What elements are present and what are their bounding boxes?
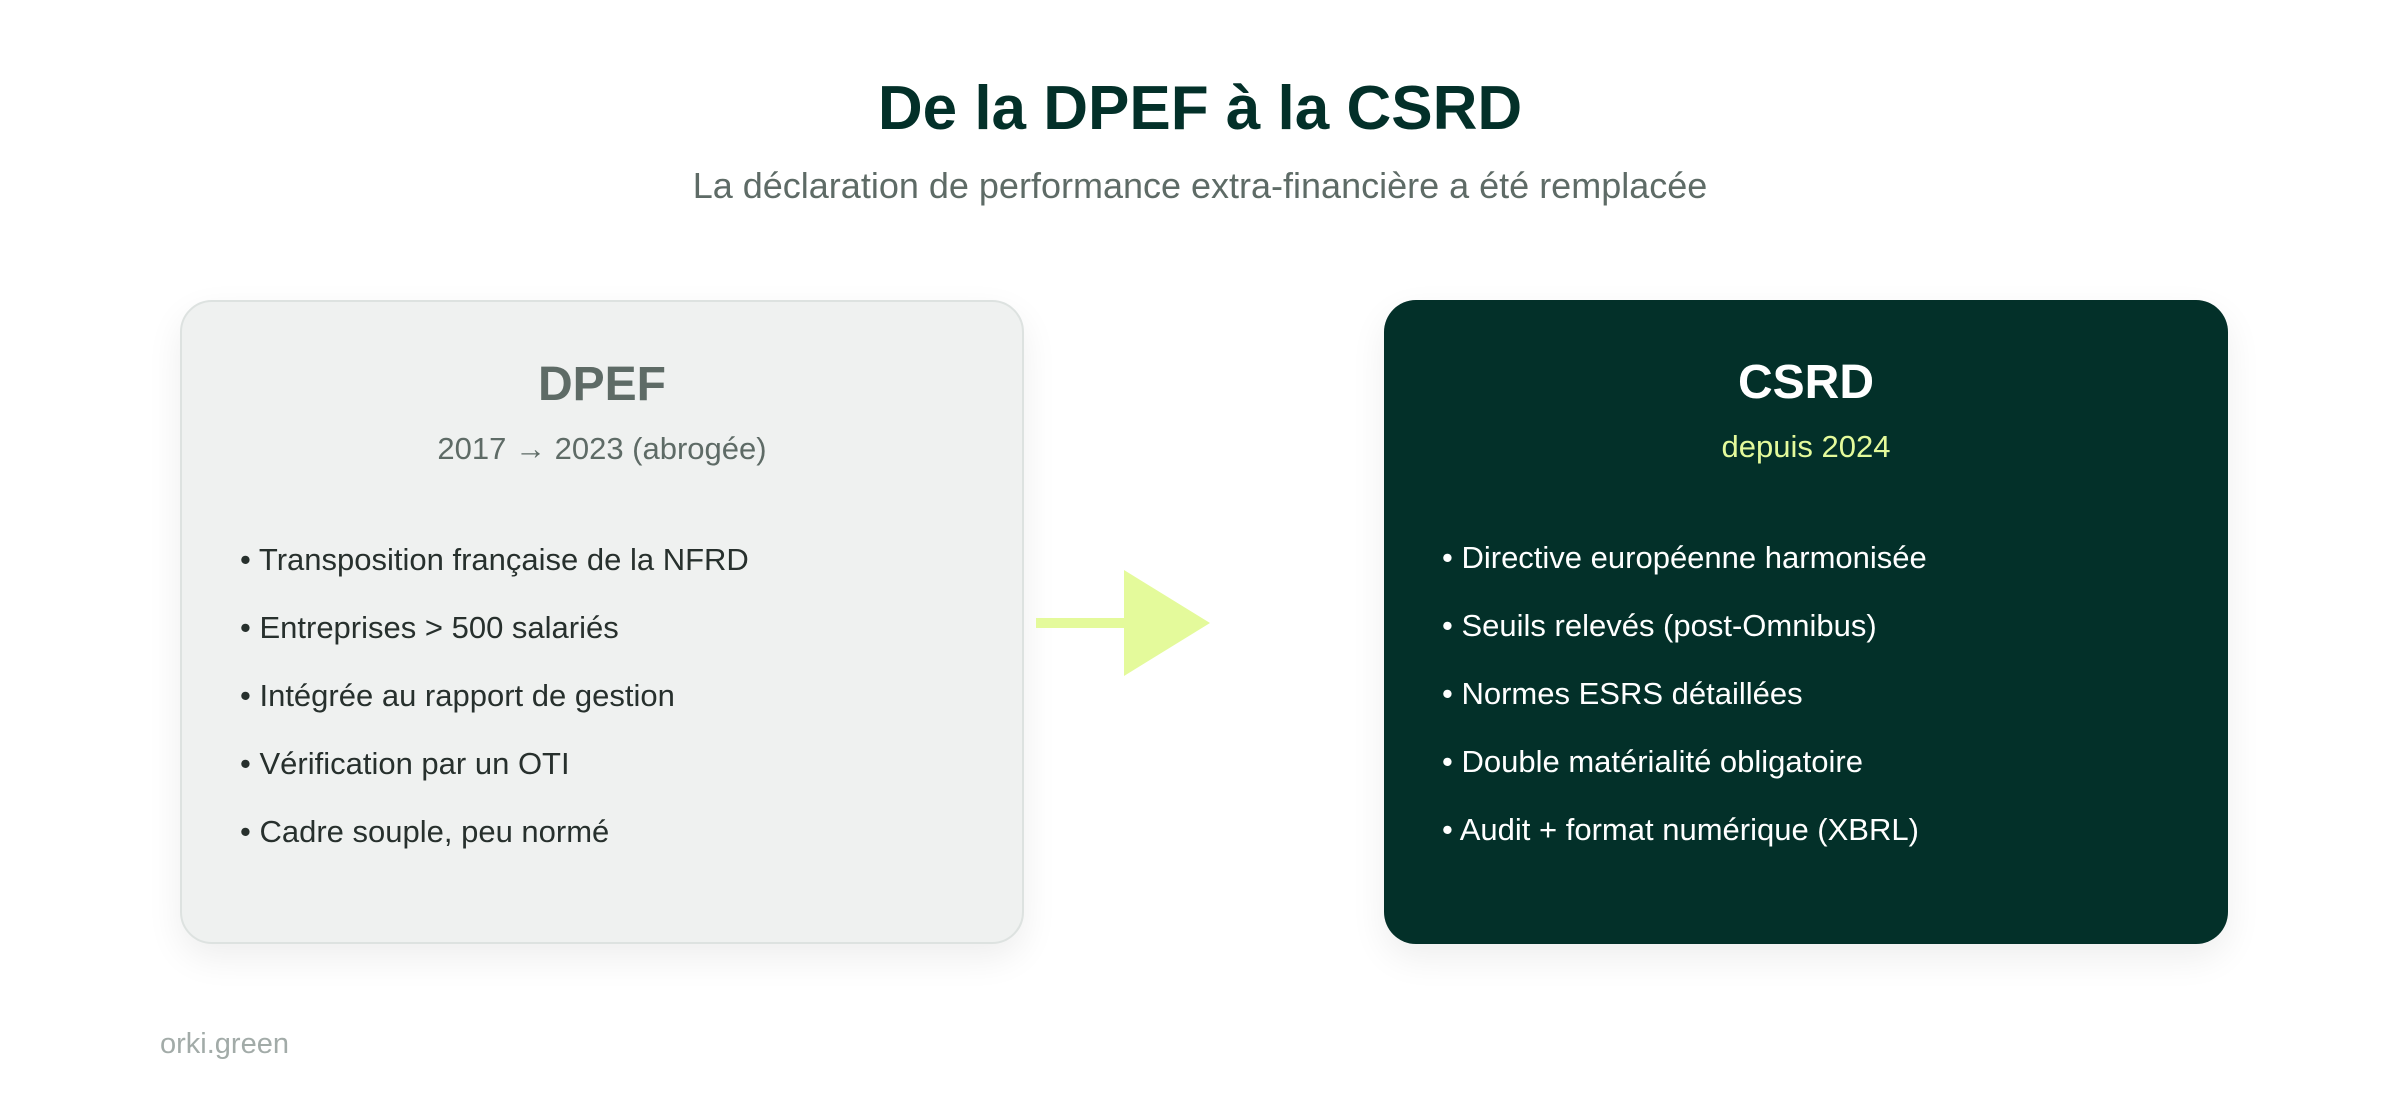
csrd-bullet: • Seuils relevés (post-Omnibus) [1442,608,1877,643]
dpef-bullet: • Transposition française de la NFRD [240,542,749,577]
dpef-card-period: 2017 → 2023 (abrogée) [437,431,767,466]
csrd-bullet: • Double matérialité obligatoire [1442,744,1863,779]
csrd-card-period: depuis 2024 [1721,429,1891,464]
dpef-bullet: • Vérification par un OTI [240,746,570,781]
csrd-bullet-list: • Directive européenne harmonisée • Seui… [1442,524,1927,864]
arrow-right-icon [1036,570,1210,676]
csrd-card-title: CSRD [1737,356,1874,409]
arrow-shaft [1036,618,1136,628]
csrd-bullet: • Normes ESRS détaillées [1442,676,1803,711]
dpef-bullet: • Entreprises > 500 salariés [240,610,619,645]
csrd-card: CSRD depuis 2024 • Directive européenne … [1384,300,2228,944]
footer-brand[interactable]: orki.green [160,1028,289,1060]
csrd-bullet: • Audit + format numérique (XBRL) [1442,812,1919,847]
dpef-bullet: • Intégrée au rapport de gestion [240,678,675,713]
dpef-bullet-list: • Transposition française de la NFRD • E… [240,526,749,866]
page-title: De la DPEF à la CSRD [877,74,1523,143]
arrow-head [1124,570,1210,676]
dpef-bullet: • Cadre souple, peu normé [240,814,610,849]
csrd-bullet: • Directive européenne harmonisée [1442,540,1927,575]
page-subtitle: La déclaration de performance extra-fina… [692,165,1708,206]
dpef-card: DPEF 2017 → 2023 (abrogée) • Transpositi… [180,300,1024,944]
dpef-card-title: DPEF [537,358,666,411]
